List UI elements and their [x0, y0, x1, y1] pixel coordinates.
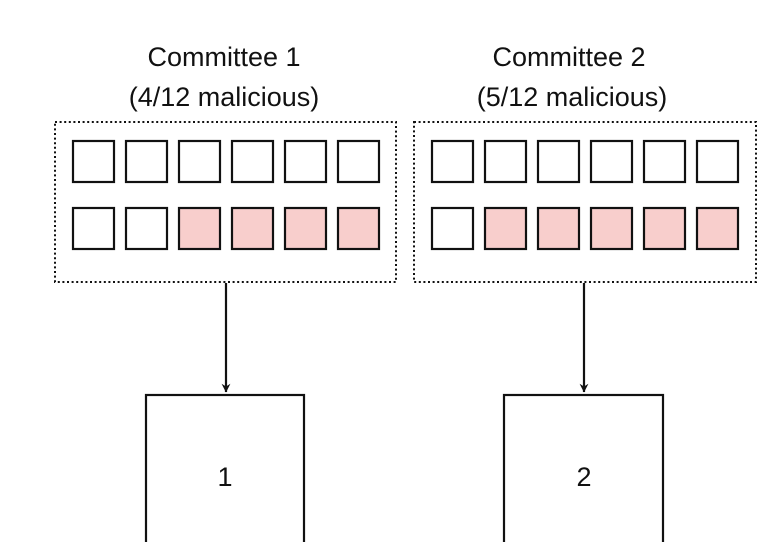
committee-1-title: Committee 1 — [147, 42, 300, 72]
honest-member-node — [336, 139, 381, 184]
committee-2-frame — [413, 121, 757, 283]
honest-member-node — [124, 206, 169, 251]
malicious-member-node — [483, 206, 528, 251]
honest-member-node — [430, 139, 475, 184]
honest-member-node — [430, 206, 475, 251]
committee-1-group: Committee 1 (4/12 malicious) 1 — [54, 42, 397, 542]
honest-member-node — [642, 139, 687, 184]
honest-member-node — [230, 139, 275, 184]
malicious-member-node — [177, 206, 222, 251]
honest-member-node — [124, 139, 169, 184]
honest-member-node — [283, 139, 328, 184]
malicious-member-node — [642, 206, 687, 251]
block-1-label: 1 — [217, 462, 232, 492]
malicious-member-node — [336, 206, 381, 251]
malicious-member-node — [589, 206, 634, 251]
malicious-member-node — [283, 206, 328, 251]
honest-member-node — [177, 139, 222, 184]
malicious-member-node — [536, 206, 581, 251]
committee-1-subtitle: (4/12 malicious) — [129, 82, 320, 112]
committee-1-frame — [54, 121, 397, 283]
committee-1-members — [71, 139, 381, 251]
honest-member-node — [695, 139, 740, 184]
honest-member-node — [71, 206, 116, 251]
committee-2-title: Committee 2 — [492, 42, 645, 72]
block-2 — [502, 393, 665, 542]
block-2-label: 2 — [576, 462, 591, 492]
honest-member-node — [589, 139, 634, 184]
block-1 — [144, 393, 306, 542]
honest-member-node — [71, 139, 116, 184]
committee-2-members — [430, 139, 740, 251]
malicious-member-node — [230, 206, 275, 251]
committee-2-subtitle: (5/12 malicious) — [477, 82, 668, 112]
honest-member-node — [536, 139, 581, 184]
committee-2-group: Committee 2 (5/12 malicious) 2 — [413, 42, 757, 542]
malicious-member-node — [695, 206, 740, 251]
honest-member-node — [483, 139, 528, 184]
